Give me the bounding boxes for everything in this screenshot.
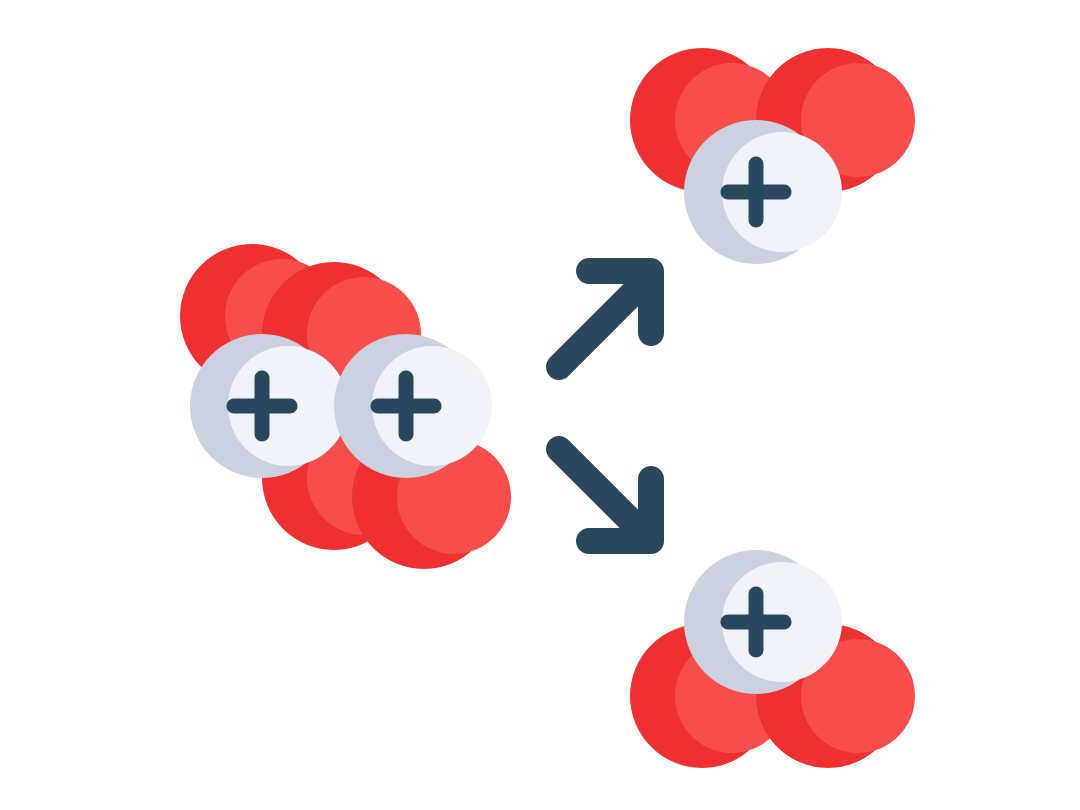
arrow-up-right-icon bbox=[546, 258, 664, 380]
fragment-top bbox=[630, 48, 915, 264]
arrow-down-right-icon bbox=[546, 436, 664, 554]
parent-nucleus bbox=[180, 244, 511, 569]
fragment-bottom bbox=[630, 550, 915, 768]
